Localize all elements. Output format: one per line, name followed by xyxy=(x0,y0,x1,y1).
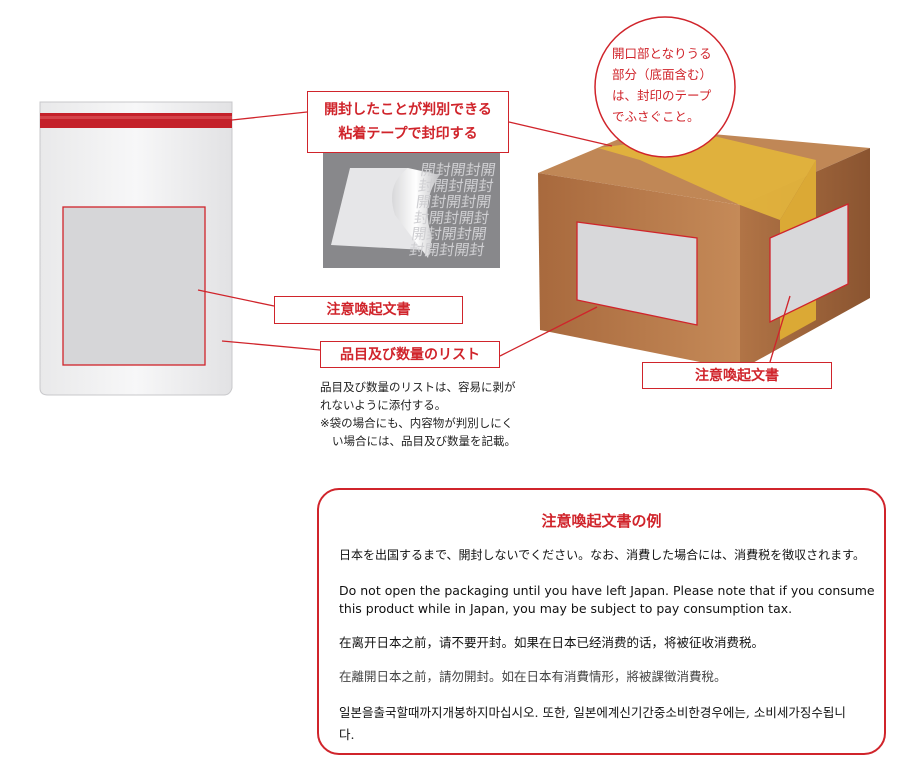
callout-text: 粘着テープで封印する xyxy=(338,126,478,142)
example-english: Do not open the packaging until you have… xyxy=(339,583,875,616)
example-title: 注意喚起文書の例 xyxy=(541,512,662,530)
circle-line: 開口部となりうる xyxy=(612,46,712,61)
cardboard-box xyxy=(538,128,870,370)
circle-line: でふさぐこと。 xyxy=(612,109,700,124)
notice-example-panel: 注意喚起文書の例 日本を出国するまで、開封しないでください。なお、消費した場合に… xyxy=(317,488,886,755)
seal-pattern: 開封開封開封開封開封開封開封開封開封開封開封開封開封開封開封開封開封開封開封開封 xyxy=(408,162,497,257)
opening-note-circle xyxy=(594,16,736,158)
bag-notice-callout: 注意喚起文書 xyxy=(274,296,463,324)
opening-note-text: 開口部となりうる 部分（底面含む） は、封印のテープ でふさぐこと。 xyxy=(612,43,732,127)
seal-tape-strip xyxy=(40,113,232,128)
item-list-callout: 品目及び数量のリスト xyxy=(320,341,500,368)
example-japanese: 日本を出国するまで、開封しないでください。なお、消費した場合には、消費税を徴収さ… xyxy=(339,548,865,562)
leader-lines xyxy=(197,111,791,363)
box-front-label xyxy=(576,221,698,326)
plastic-bag xyxy=(39,101,233,396)
note-line: 品目及び数量のリストは、容易に剥が xyxy=(320,380,516,394)
circle-line: 部分（底面含む） xyxy=(612,67,713,82)
example-korean: 일본을출국할때까지개봉하지마십시오. 또한, 일본에계신기간중소비한경우에는, … xyxy=(339,705,846,742)
seal-tape-image xyxy=(323,153,500,268)
example-chinese-traditional: 在離開日本之前，請勿開封。如在日本有消費情形，將被課徵消費稅。 xyxy=(339,669,727,684)
seal-tape-callout: 開封したことが判別できる 粘着テープで封印する xyxy=(307,91,509,153)
item-list-note: 品目及び数量のリストは、容易に剥が れないように添付する。 ※袋の場合にも、内容… xyxy=(320,378,560,450)
example-chinese-simplified: 在离开日本之前，请不要开封。如果在日本已经消费的话，将被征收消费税。 xyxy=(339,635,765,650)
circle-line: は、封印のテープ xyxy=(612,88,712,103)
note-line: れないように添付する。 xyxy=(320,398,447,412)
note-line: ※袋の場合にも、内容物が判別しにく xyxy=(320,416,514,430)
note-line: い場合には、品目及び数量を記載。 xyxy=(332,434,516,448)
box-notice-callout: 注意喚起文書 xyxy=(642,362,832,389)
box-side-label xyxy=(769,203,849,324)
callout-text: 開封したことが判別できる xyxy=(324,102,492,118)
bag-notice-label xyxy=(62,206,206,366)
